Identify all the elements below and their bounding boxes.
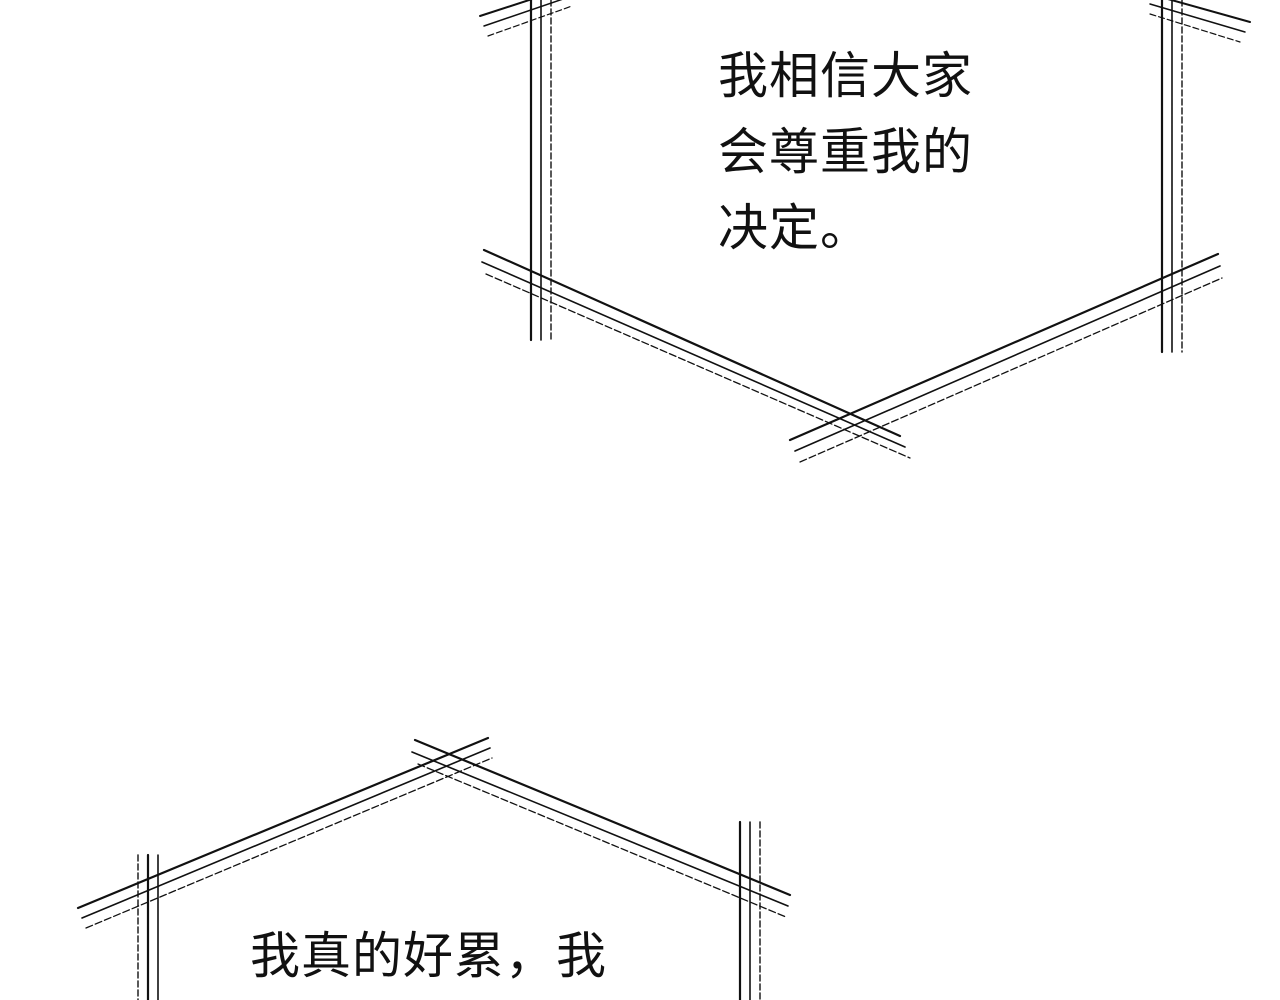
speech-bubble-text-top: 我相信大家会尊重我的决定。 [718,38,973,266]
speech-line: 我真的好累，我 [250,927,607,985]
speech-line: 会尊重我的 [718,123,973,181]
speech-bubble-text-bottom: 我真的好累，我 [250,918,607,994]
speech-line: 我相信大家 [718,47,973,105]
speech-line: 决定。 [718,199,871,257]
